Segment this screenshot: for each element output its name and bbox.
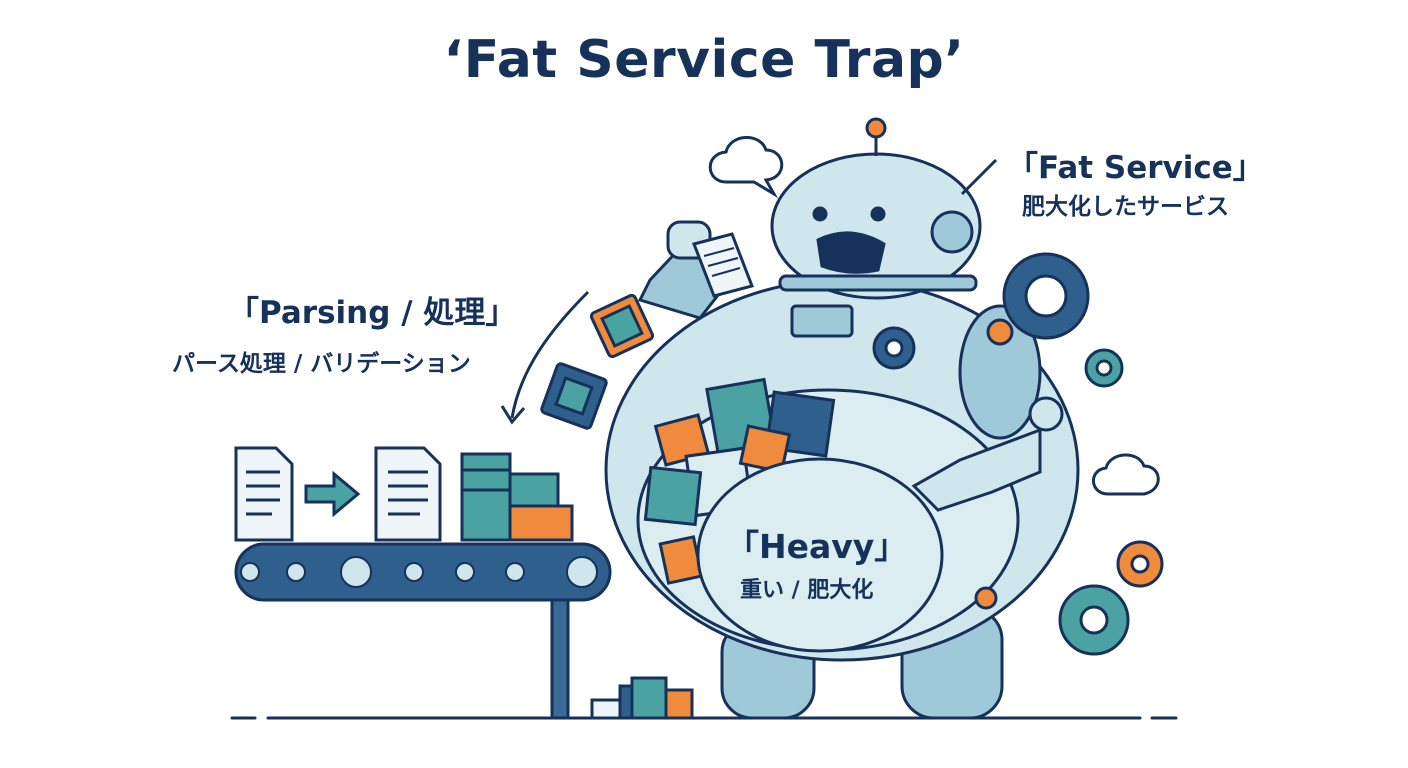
chip-icon: [540, 293, 655, 430]
gear-icon: [872, 252, 1164, 656]
diagram-title: ‘Fat Service Trap’: [443, 30, 965, 90]
parsing-sublabel: パース処理 / バリデーション: [172, 351, 471, 377]
cloud-bubble-icon: [708, 136, 1160, 496]
fat-service-label: 「Fat Service」: [1007, 150, 1264, 186]
heavy-sublabel: 重い / 肥大化: [740, 578, 874, 603]
flow-arrow: [500, 290, 590, 425]
document-icon: [691, 232, 755, 298]
document-icon: [374, 446, 442, 542]
floor-blocks: [590, 676, 694, 720]
parsing-label: 「Parsing / 処理」: [228, 295, 517, 331]
conveyor-belt-icon: [234, 542, 612, 720]
data-blocks: [460, 452, 574, 542]
document-icon: [234, 446, 294, 542]
robot-icon: [604, 117, 1080, 720]
fat-service-sublabel: 肥大化したサービス: [1022, 194, 1229, 220]
arrow-right-icon: [304, 470, 361, 518]
callout-line: [960, 158, 998, 196]
heavy-label: 「Heavy」: [726, 527, 908, 566]
